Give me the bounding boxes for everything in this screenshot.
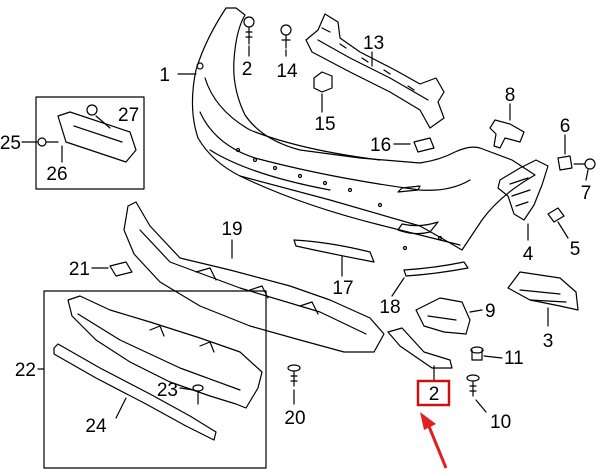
fastener-23-drawing	[192, 384, 204, 405]
part-label-3: 3	[543, 331, 554, 352]
part-label-15: 15	[314, 114, 335, 135]
fastener-2-top-drawing	[243, 16, 255, 45]
part-label-27: 27	[118, 105, 139, 126]
part-label-6: 6	[560, 116, 571, 137]
clip-21-drawing	[109, 261, 133, 277]
group-25-box	[35, 96, 145, 190]
part-label-22: 22	[15, 360, 36, 381]
highlight-arrow	[420, 412, 448, 469]
part-label-10: 10	[490, 412, 511, 433]
part-label-13: 13	[363, 33, 384, 54]
part-label-14: 14	[276, 61, 298, 82]
strip-2-lower-drawing	[387, 327, 453, 369]
fastener-20-drawing	[287, 364, 301, 387]
part-label-17: 17	[332, 278, 353, 299]
part-label-18: 18	[379, 297, 400, 318]
deflector-3-drawing	[507, 271, 579, 311]
part-label-11: 11	[504, 348, 524, 369]
part-label-1: 1	[159, 65, 170, 86]
screw-7-drawing	[573, 158, 596, 170]
part-label-21: 21	[69, 259, 90, 280]
energy-absorber-drawing	[305, 13, 445, 129]
strip-18-drawing	[403, 261, 469, 277]
part-label-23: 23	[157, 380, 178, 401]
leader-lines	[21, 45, 589, 419]
nut-27-drawing	[86, 104, 98, 116]
part-label-19: 19	[221, 219, 242, 240]
part-label-24: 24	[85, 416, 107, 437]
part-label-20: 20	[284, 408, 305, 429]
clip-15-drawing	[313, 71, 333, 93]
screw-25-drawing	[37, 137, 59, 147]
strip-24-drawing	[53, 343, 217, 441]
panel-22-drawing	[67, 295, 263, 409]
molding-17-drawing	[293, 239, 375, 263]
part-label-4: 4	[523, 244, 534, 265]
part-label-26: 26	[46, 164, 67, 185]
clip-5-drawing	[547, 207, 565, 223]
license-bracket-26-drawing	[57, 111, 137, 163]
clip-6-drawing	[557, 155, 573, 171]
bracket-8-drawing	[489, 119, 525, 149]
part-label-25: 25	[0, 133, 21, 154]
bumper-cover-drawing	[191, 7, 536, 251]
part-label-5: 5	[570, 239, 581, 260]
bracket-9-drawing	[415, 297, 471, 335]
part-label-2-top: 2	[242, 59, 253, 80]
bracket-4-drawing	[497, 159, 549, 221]
cover-16-drawing	[413, 137, 435, 153]
undertray-19-drawing	[123, 201, 385, 353]
fastener-10-drawing	[466, 374, 480, 397]
part-label-2-highlighted: 2	[429, 384, 440, 405]
fastener-14-drawing	[280, 24, 292, 49]
fastener-11-drawing	[470, 346, 484, 361]
part-label-7: 7	[581, 183, 592, 204]
part-labels: 1 2 2 3 4 5 6 7 8 9 10 11 13 14 15 16 17…	[0, 33, 591, 437]
part-label-8: 8	[505, 85, 516, 106]
part-label-9: 9	[485, 301, 496, 322]
highlight-box	[416, 379, 451, 407]
part-label-16: 16	[370, 135, 391, 156]
group-22-box	[43, 290, 267, 469]
